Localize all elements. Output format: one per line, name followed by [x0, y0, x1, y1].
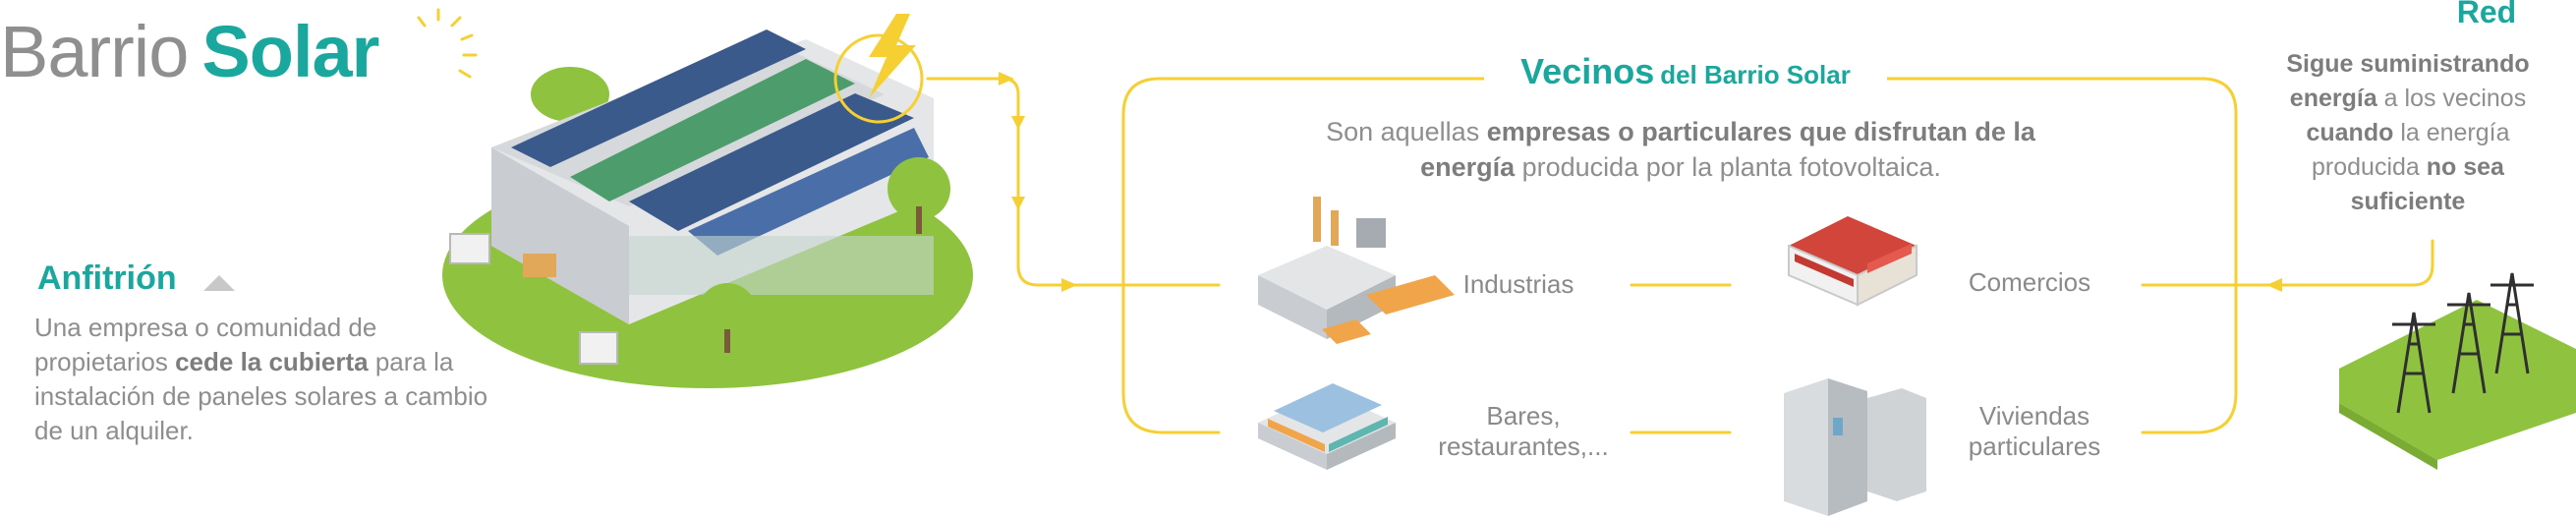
host-description: Una empresa o comunidad de propietarios … [34, 313, 488, 445]
energy-flow-lines [926, 77, 2434, 434]
neighbors-right-bracket [1885, 77, 2238, 434]
sun-rays-icon [417, 8, 478, 79]
arrow-down-icon [1011, 116, 1025, 130]
lightning-icon [833, 14, 924, 124]
flow-arrows [999, 72, 2282, 292]
arrow-right-icon [999, 72, 1014, 86]
shop-icon [1788, 216, 1918, 307]
grid-title: Red [2456, 0, 2517, 29]
arrow-left-icon [2266, 278, 2282, 292]
solar-plant-illustration [442, 29, 973, 388]
plant-to-neighbors-line [926, 77, 1221, 287]
host-title: Anfitrión [37, 259, 177, 297]
triangle-icon [203, 275, 235, 291]
arrow-right-icon [1061, 278, 1077, 292]
grid-to-neighbors-line [2141, 239, 2434, 287]
logo-word-barrio: Barrio [0, 11, 189, 92]
restaurant-icon [1258, 383, 1396, 470]
label-shops: Comercios [1968, 267, 2091, 297]
logo-word-solar: Solar [201, 11, 379, 92]
neighbors-left-bracket [1121, 77, 1486, 434]
power-tower-icon [2339, 272, 2576, 470]
industry-icon [1258, 197, 1455, 344]
grid-description: Sigue suministrando energía a los vecino… [2286, 50, 2530, 215]
label-industries: Industrias [1462, 269, 1574, 299]
neighbors-description: Son aquellas empresas o particulares que… [1326, 117, 2035, 182]
label-bars: Bares,restaurantes,... [1438, 401, 1609, 461]
residential-building-icon [1784, 378, 1926, 516]
arrow-down-icon [1011, 197, 1025, 210]
